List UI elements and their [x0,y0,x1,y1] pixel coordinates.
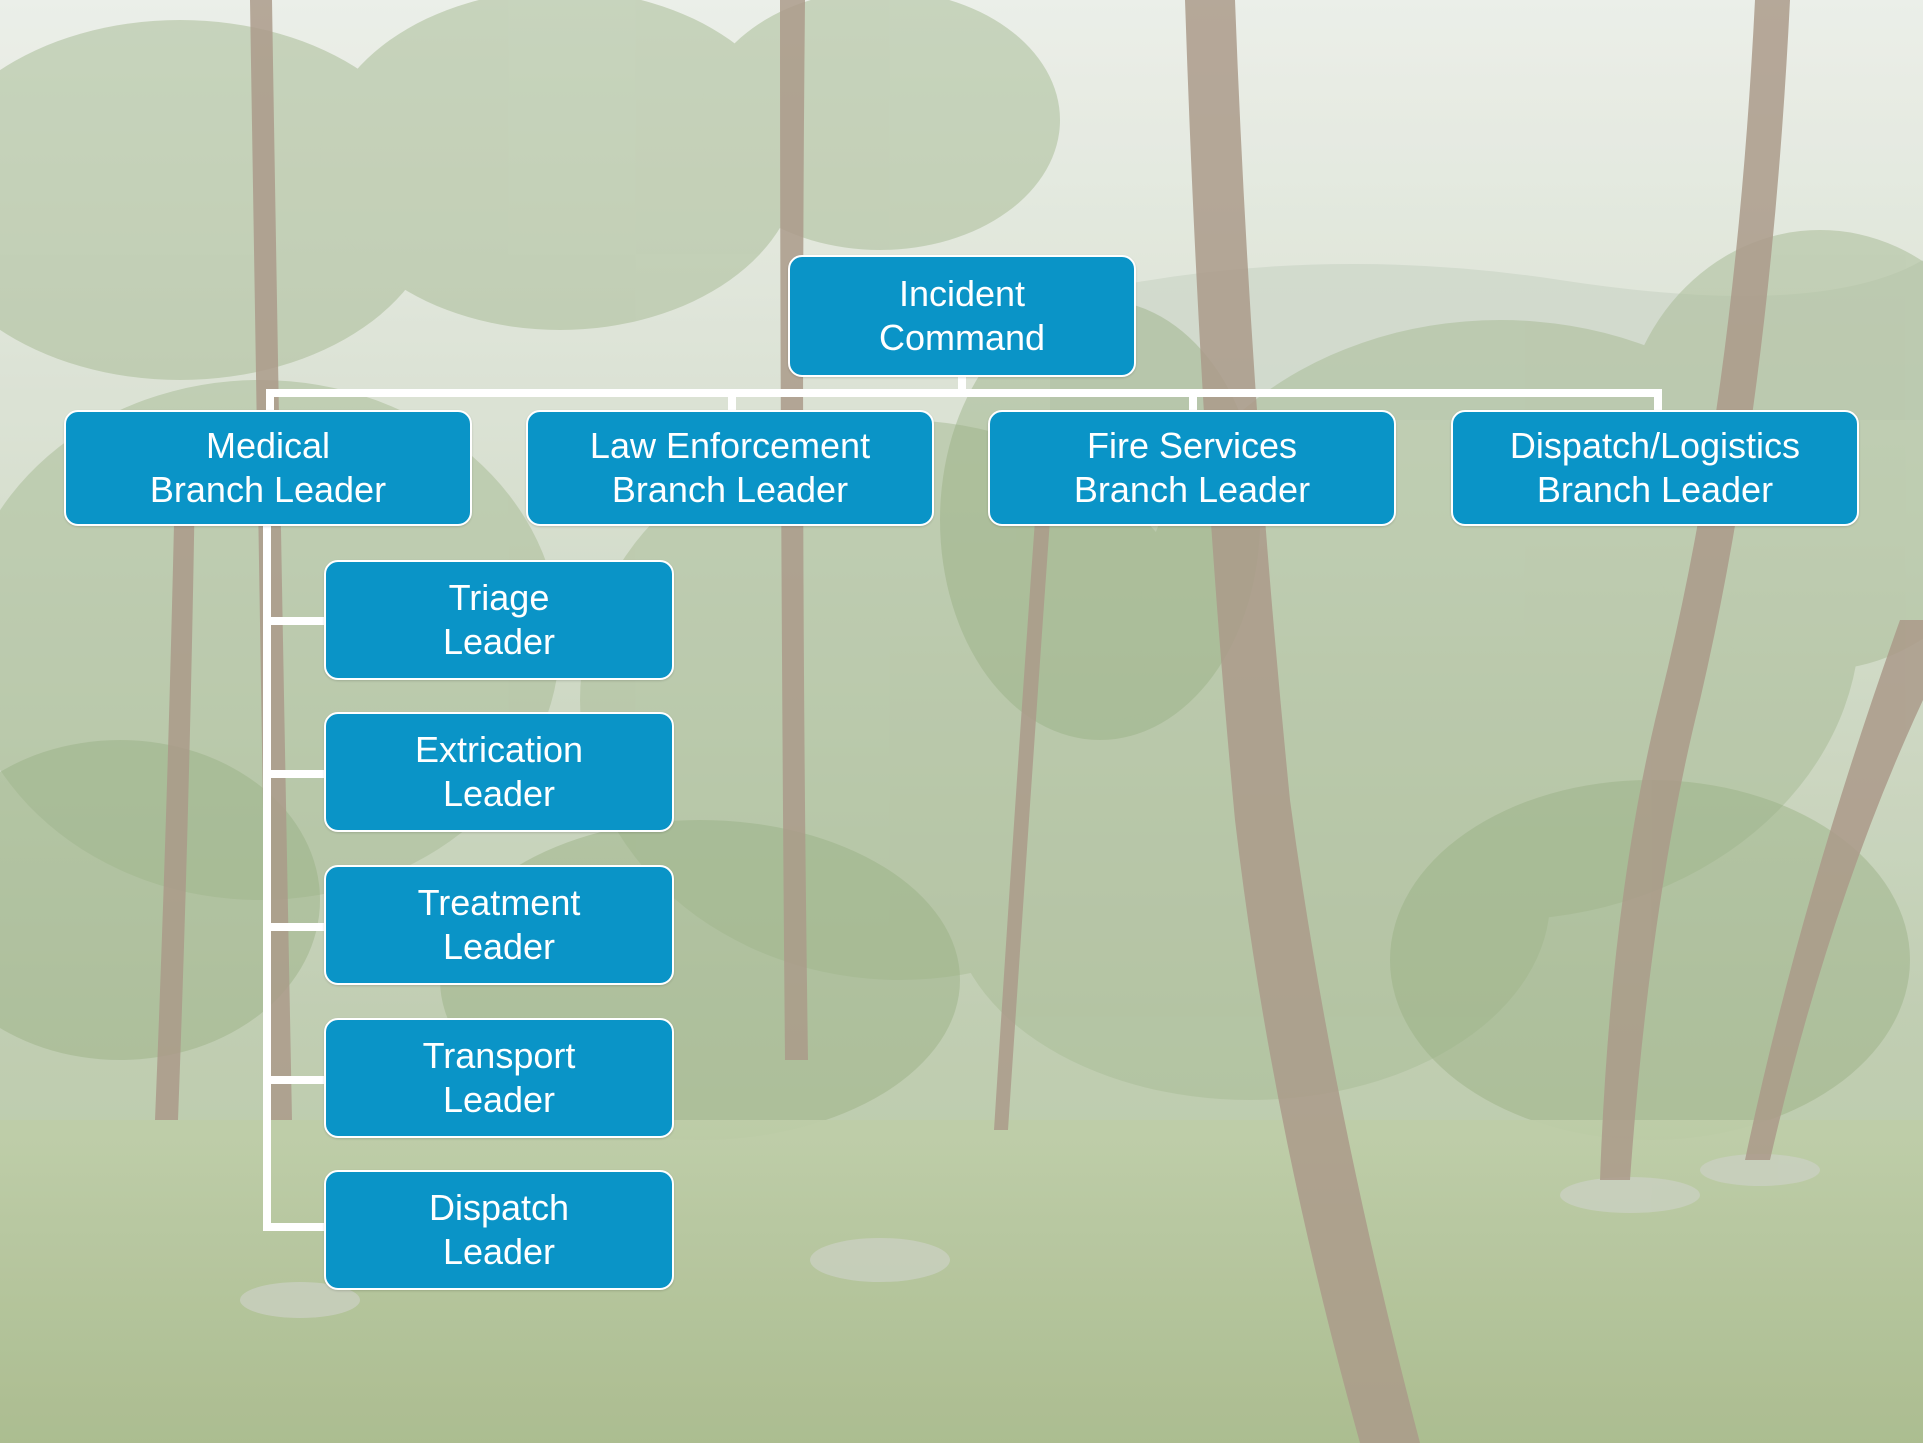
law-drop-connector [728,389,736,411]
transport-leader-box: Transport Leader [324,1018,674,1138]
treatment-leader-box: Treatment Leader [324,865,674,985]
node-line-2: Leader [442,621,556,662]
triage-elbow-connector [263,617,327,625]
dispatch-logistics-branch-box: Dispatch/Logistics Branch Leader [1451,410,1859,526]
node-line-2: Branch Leader [1073,469,1311,510]
fire-drop-connector [1189,389,1197,411]
extrication-leader-box: Extrication Leader [324,712,674,832]
node-line-1: Extrication [414,729,584,770]
medical-subunit-spine-connector [263,525,271,1231]
transport-elbow-connector [263,1076,327,1084]
node-line-2: Leader [442,926,556,967]
triage-leader-box: Triage Leader [324,560,674,680]
node-line-2: Leader [442,773,556,814]
node-line-1: Dispatch/Logistics [1509,425,1801,466]
node-line-2: Leader [442,1231,556,1272]
law-enforcement-branch-box: Law Enforcement Branch Leader [526,410,934,526]
medical-drop-connector [266,389,274,411]
dispatch-elbow-connector [263,1223,327,1231]
node-line-2: Branch Leader [1536,469,1774,510]
fire-services-branch-box: Fire Services Branch Leader [988,410,1396,526]
node-line-2: Command [878,317,1046,358]
node-line-2: Branch Leader [611,469,849,510]
dispatch-leader-box: Dispatch Leader [324,1170,674,1290]
node-line-1: Treatment [417,882,581,923]
incident-command-box: Incident Command [788,255,1136,377]
node-line-1: Law Enforcement [589,425,871,466]
dispatch-logistics-drop-connector [1654,389,1662,411]
branch-bus-connector [266,389,1662,397]
medical-branch-box: Medical Branch Leader [64,410,472,526]
node-line-2: Branch Leader [149,469,387,510]
node-line-1: Medical [205,425,331,466]
node-line-1: Triage [448,577,550,618]
node-line-2: Leader [442,1079,556,1120]
extrication-elbow-connector [263,770,327,778]
node-line-1: Transport [422,1035,576,1076]
node-line-1: Dispatch [428,1187,570,1228]
node-line-1: Fire Services [1086,425,1298,466]
treatment-elbow-connector [263,923,327,931]
node-line-1: Incident [898,273,1026,314]
root-stem-connector [958,375,966,393]
